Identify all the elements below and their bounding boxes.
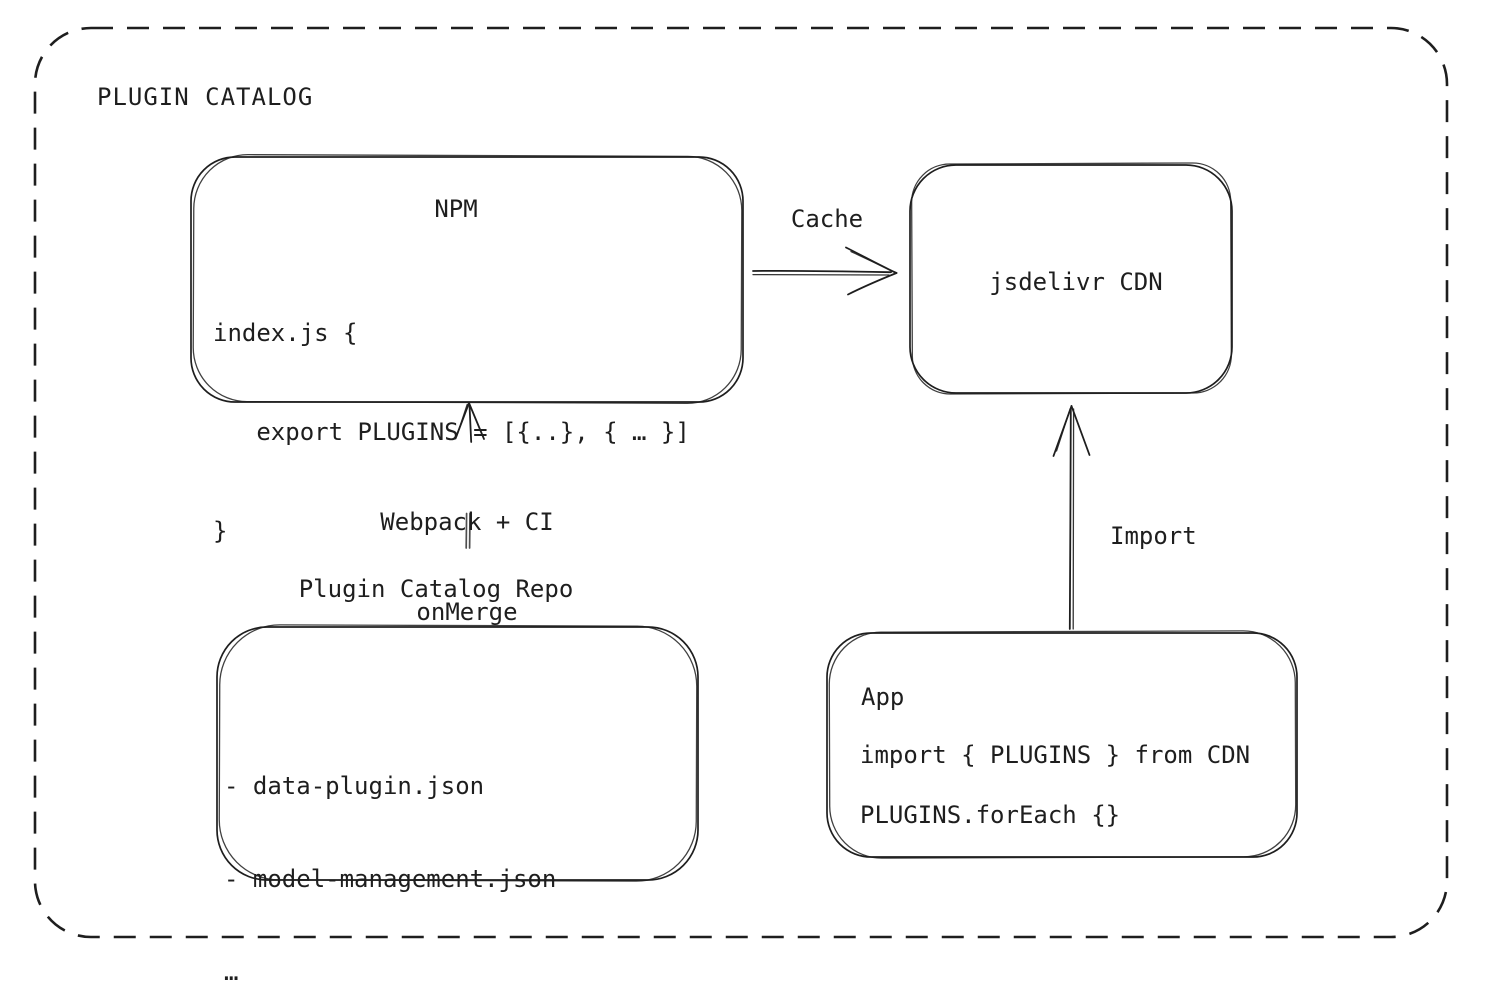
- webpack-arrow-label-line2: onMerge: [416, 598, 518, 626]
- code-line: }: [213, 517, 228, 545]
- repo-node-shape: [216, 624, 699, 882]
- code-line: export PLUGINS = [{..}, { … }]: [213, 418, 690, 446]
- plugin-catalog-boundary: [33, 26, 1449, 939]
- import-arrow-label: Import: [1110, 522, 1197, 550]
- npm-node-shape: [190, 154, 744, 404]
- code-line: index.js {: [213, 319, 358, 347]
- cache-arrow-label: Cache: [790, 205, 864, 233]
- repo-file-list: - data-plugin.json - model-management.js…: [224, 709, 556, 1002]
- repo-node-label: Plugin Catalog Repo: [298, 575, 574, 603]
- app-node-title: App: [861, 683, 905, 711]
- app-node-shape: [826, 630, 1298, 859]
- webpack-arrow-label: Webpack + CI onMerge: [380, 447, 553, 687]
- app-code-line: import { PLUGINS } from CDN: [860, 741, 1251, 769]
- app-code-line: PLUGINS.forEach {}: [860, 801, 1121, 829]
- npm-node-title: NPM: [434, 195, 478, 223]
- repo-file-item: - data-plugin.json: [224, 772, 485, 800]
- import-arrow: [1052, 405, 1091, 630]
- npm-node-code: index.js { export PLUGINS = [{..}, { … }…: [213, 251, 690, 614]
- webpack-arrow-label-line1: Webpack + CI: [380, 508, 554, 536]
- repo-file-item: - model-management.json: [224, 865, 557, 893]
- diagram-title: PLUGIN CATALOG: [97, 83, 314, 111]
- cache-arrow: [752, 246, 898, 296]
- cdn-node-label: jsdelivr CDN: [989, 268, 1163, 296]
- repo-file-item: …: [224, 958, 239, 986]
- cdn-node-shape: [909, 162, 1233, 395]
- webpack-arrow: [454, 402, 485, 549]
